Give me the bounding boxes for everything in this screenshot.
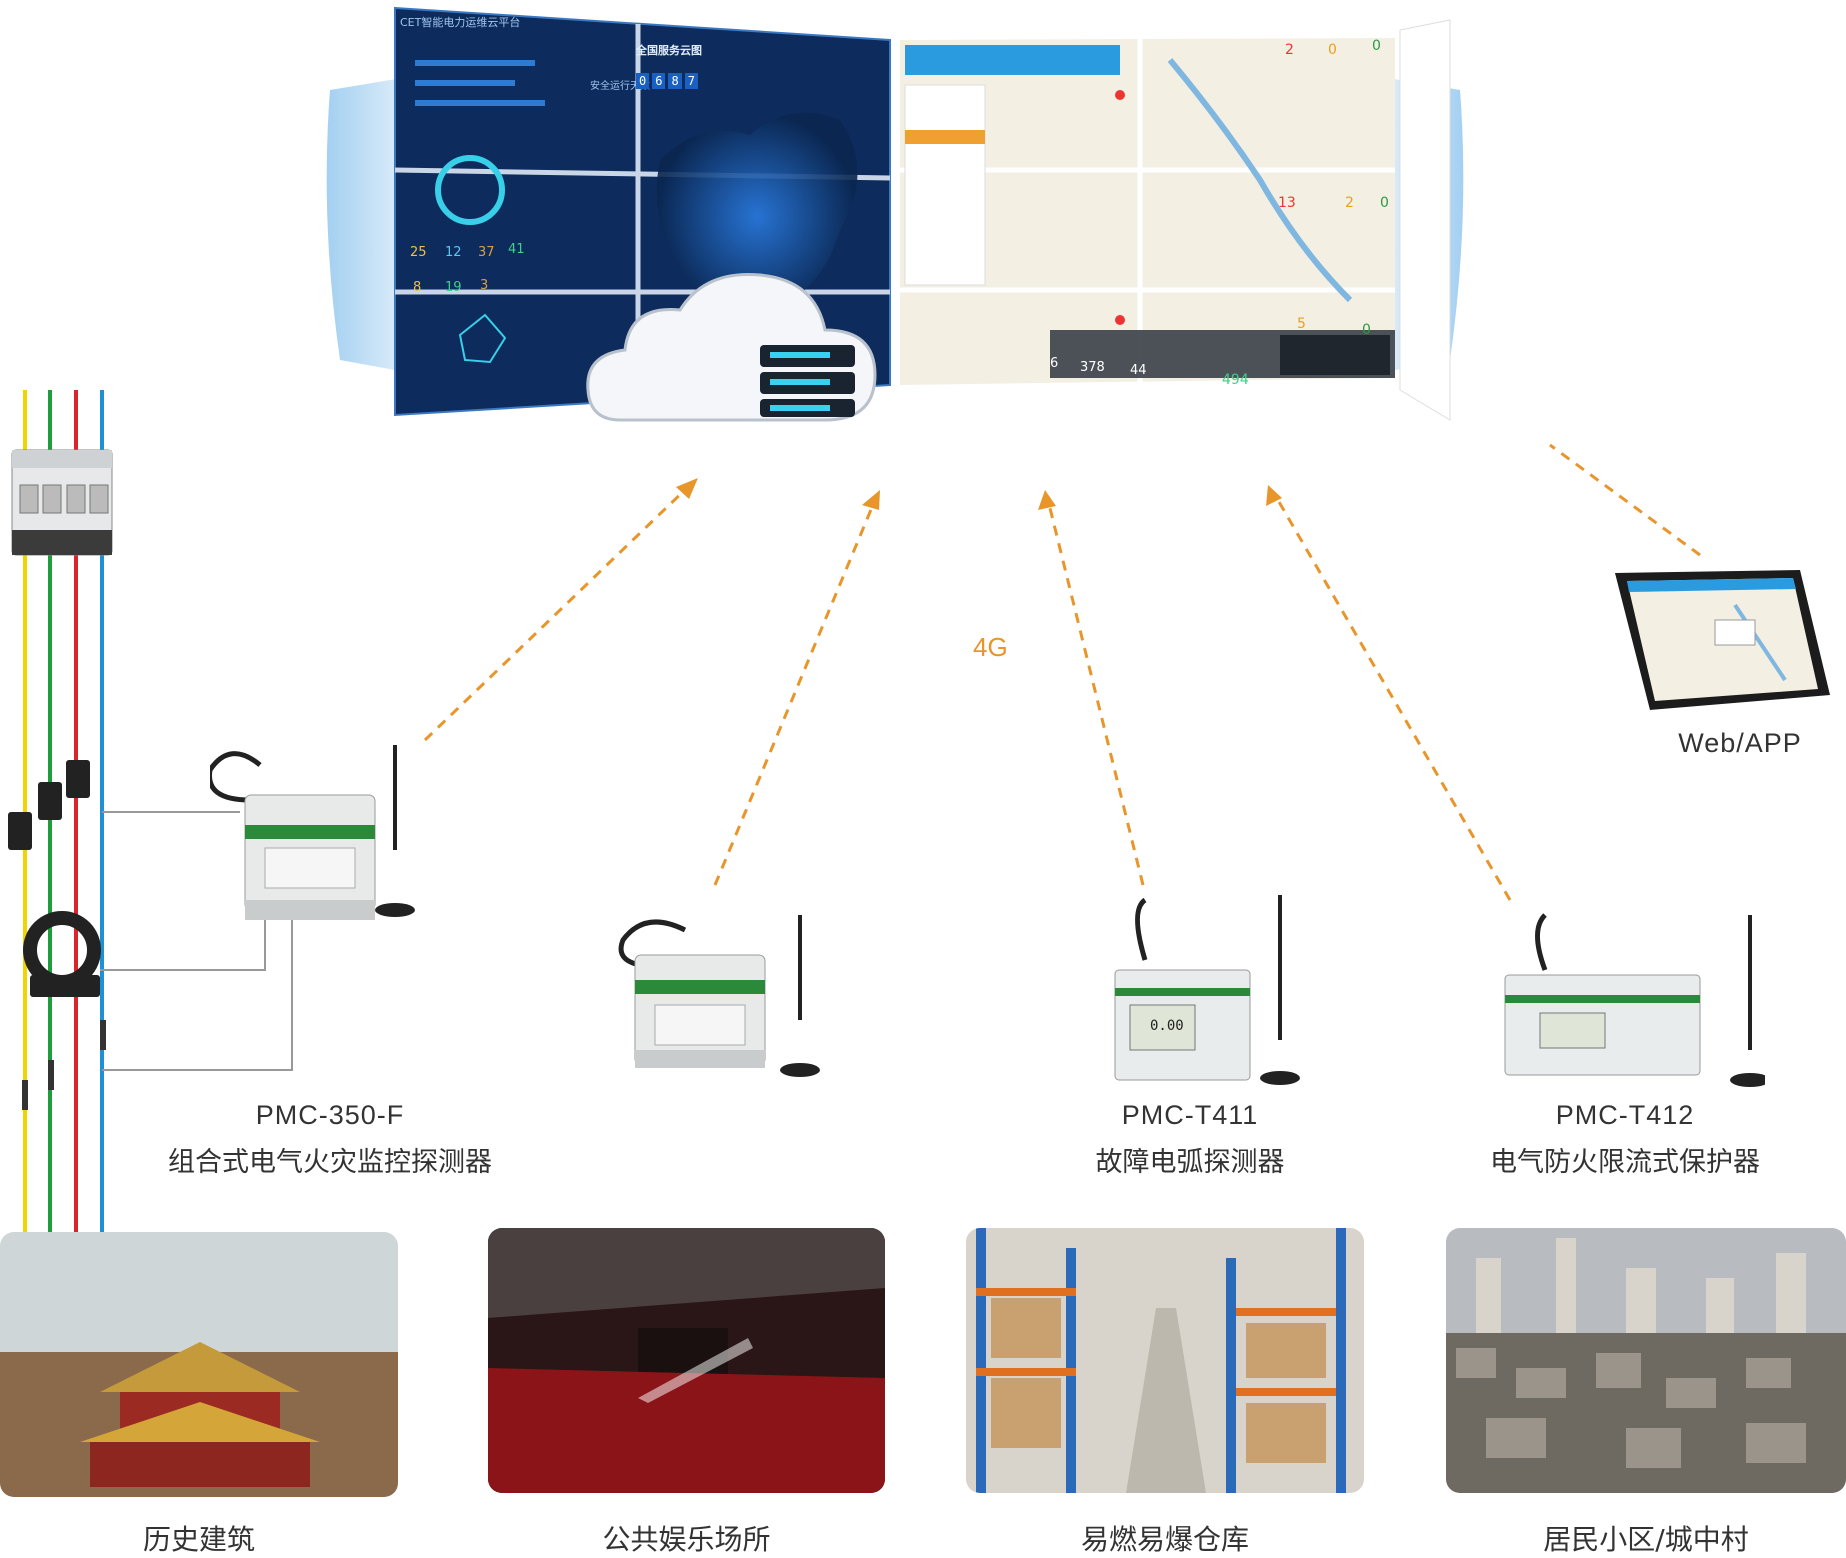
counter-digit: 7 (684, 73, 698, 89)
din-rail-device-icon (1114, 895, 1300, 1085)
panel-stat: 0 (1362, 322, 1371, 338)
safe-days-label: 安全运行天数 (590, 81, 650, 92)
device-model: PMC-T411 (1121, 1100, 1259, 1130)
panel-stat: 6 (1050, 356, 1059, 371)
stat-value: 3 (480, 278, 489, 293)
scene-residential-area (1446, 1228, 1846, 1493)
din-rail-device-icon (207, 745, 415, 920)
device-screen-reading: 0.00 (1150, 1018, 1184, 1034)
device-pmc-t412 (1500, 910, 1770, 1090)
scene-caption: 居民小区/城中村 (1543, 1523, 1749, 1556)
panel-stat: 13 (1278, 195, 1296, 211)
counter-digit: 8 (668, 73, 682, 89)
din-rail-device-icon (1504, 913, 1770, 1087)
panel-stat: 0 (1380, 195, 1389, 211)
panel-stat: 5 (1297, 316, 1306, 332)
counter-digit: 0 (636, 73, 650, 89)
webapp-label: Web/APP (1678, 728, 1802, 758)
panel-stat: 2 (1285, 42, 1294, 58)
leakage-sensor-icon (23, 911, 101, 997)
warehouse-image (966, 1228, 1364, 1493)
cloud-icon (586, 272, 877, 422)
wiring-diagram (8, 390, 293, 1235)
platform-screens-graphic (326, 6, 1464, 422)
panel-stat: 44 (1130, 363, 1147, 378)
link-arrow-t411 (1046, 499, 1145, 886)
stat-value: 41 (508, 242, 525, 257)
device-name: 电气防火限流式保护器 (1490, 1147, 1760, 1178)
service-map-title: 全国服务云图 (636, 44, 702, 57)
panel-stat: 494 (1222, 372, 1249, 388)
device-model: PMC-T412 (1555, 1100, 1695, 1130)
network-label: 4G (973, 632, 1008, 662)
device-pmc-t411 (1110, 890, 1305, 1090)
tablet-device (1615, 565, 1830, 725)
platform-title: CET智能电力运维云平台 (400, 16, 521, 29)
arrow-head (676, 478, 698, 499)
temperature-probe-icon (22, 1020, 106, 1110)
scene-historic-building (0, 1232, 398, 1497)
scene-caption: 历史建筑 (142, 1523, 255, 1556)
tablet-icon (1615, 570, 1830, 710)
arrow-head (1266, 485, 1282, 506)
scene-entertainment-venue (488, 1228, 885, 1493)
device-combined-detector (605, 910, 830, 1080)
link-arrow-t412 (1273, 494, 1512, 901)
link-arrow-device2 (713, 499, 877, 886)
panel-stat: 2 (1345, 195, 1354, 211)
counter-digit: 6 (652, 73, 666, 89)
theater-image (488, 1228, 885, 1493)
platform-display (320, 0, 1470, 440)
link-arrow-pmc350 (423, 483, 692, 742)
stat-value: 19 (445, 280, 462, 295)
circuit-breaker-icon (11, 449, 113, 556)
arrow-head (862, 490, 880, 510)
current-transformer-icon (8, 760, 90, 850)
panel-stat: 0 (1372, 38, 1381, 54)
stat-value: 25 (410, 245, 427, 260)
din-rail-device-icon (618, 915, 820, 1077)
device-model: PMC-350-F (255, 1100, 405, 1130)
device-name: 组合式电气火灾监控探测器 (168, 1147, 492, 1178)
device-pmc-350-f (207, 740, 430, 925)
device-name: 故障电弧探测器 (1095, 1147, 1285, 1178)
scene-caption: 易燃易爆仓库 (1080, 1523, 1249, 1556)
arrow-head (1038, 490, 1056, 510)
stat-value: 8 (413, 280, 422, 295)
link-webapp (1549, 443, 1701, 557)
safe-days-counter: 0 6 8 7 (636, 73, 698, 89)
panel-stat: 0 (1328, 42, 1337, 58)
panel-stat: 378 (1080, 360, 1105, 375)
stat-value: 37 (478, 245, 495, 260)
stat-value: 12 (445, 245, 462, 260)
scene-flammable-warehouse (966, 1228, 1364, 1493)
historic-building-image (0, 1232, 398, 1497)
scene-caption: 公共娱乐场所 (602, 1523, 771, 1556)
urban-village-image (1446, 1228, 1846, 1493)
